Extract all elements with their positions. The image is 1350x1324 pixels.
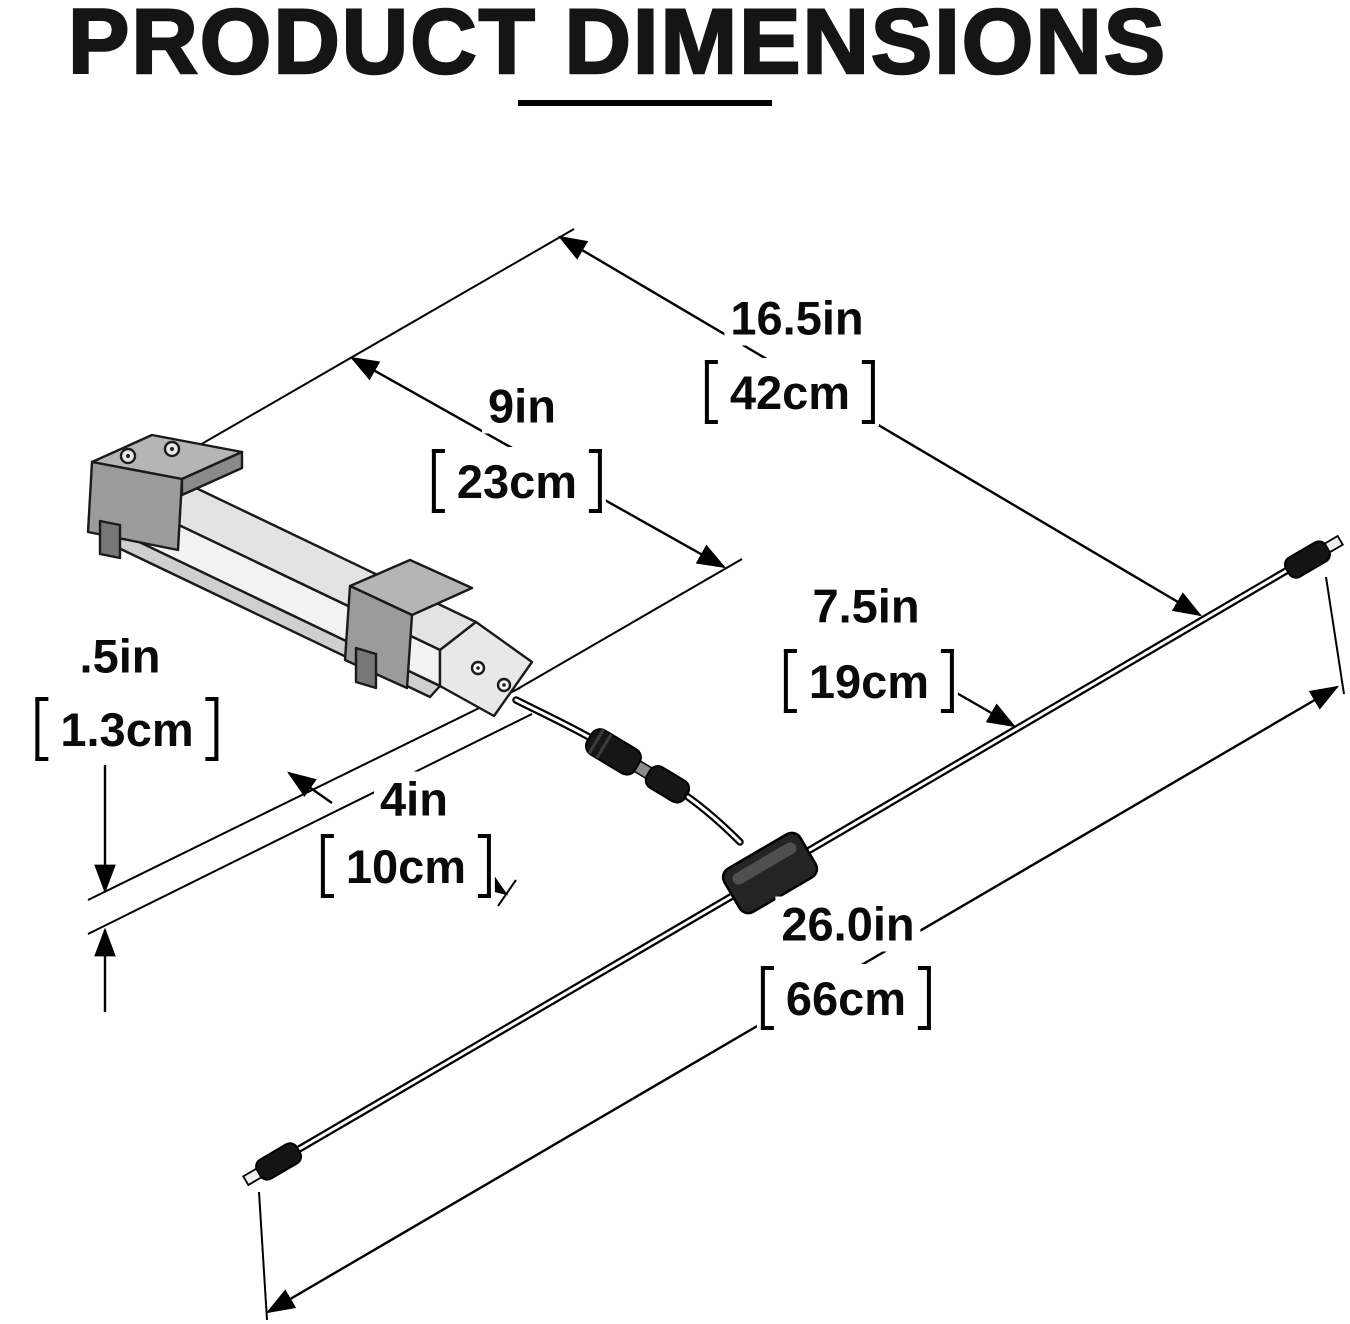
cm-value: 19cm xyxy=(808,654,930,708)
page-title: PRODUCT DIMENSIONS xyxy=(67,0,1168,94)
dc-plug-top-right xyxy=(1283,534,1344,579)
dim-lead-cable-cm: 19cm xyxy=(779,647,959,715)
dim-overall-length-cm: 42cm xyxy=(700,358,880,426)
cm-bracket-right xyxy=(918,966,932,1030)
cm-bracket-right xyxy=(478,834,492,898)
cm-bracket-right xyxy=(941,649,955,713)
dimension-lines xyxy=(87,228,1345,1321)
inline-connector-box xyxy=(721,831,819,915)
dim-bar-length-cm: 23cm xyxy=(427,447,607,515)
mounting-clip-right xyxy=(343,558,474,690)
cm-value: 23cm xyxy=(456,454,578,508)
title-underline xyxy=(518,100,772,106)
end-cap xyxy=(438,620,534,718)
dim-lead-cable-inches: 7.5in xyxy=(806,578,926,634)
cm-bracket-left xyxy=(320,834,334,898)
cm-bracket-right xyxy=(862,360,876,424)
cm-value: 66cm xyxy=(785,971,907,1025)
cm-value: 1.3cm xyxy=(60,702,194,756)
supply-cable xyxy=(242,534,1344,1187)
dim-power-cord-inches: 26.0in xyxy=(775,896,921,952)
cm-bracket-left xyxy=(431,449,445,513)
dim-bar-height-inches: .5in xyxy=(73,628,167,684)
dim-bar-height-cm: 1.3cm xyxy=(31,695,223,763)
dim-connector-cm: 10cm xyxy=(316,832,496,900)
cm-value: 10cm xyxy=(345,839,467,893)
dim-bar-length-inches: 9in xyxy=(482,378,562,434)
cm-bracket-right xyxy=(589,449,603,513)
cm-bracket-left xyxy=(783,649,797,713)
cm-bracket-left xyxy=(760,966,774,1030)
cm-value: 42cm xyxy=(729,365,851,419)
cm-bracket-left xyxy=(35,697,49,761)
dim-overall-length-inches: 16.5in xyxy=(724,290,870,346)
dim-power-cord-cm: 66cm xyxy=(756,964,936,1032)
dc-coupler xyxy=(584,728,691,804)
cm-bracket-left xyxy=(704,360,718,424)
mounting-clip-left xyxy=(86,433,244,560)
dc-plug-bottom-left xyxy=(242,1142,303,1187)
dim-connector-inches: 4in xyxy=(374,771,454,827)
cm-bracket-right xyxy=(205,697,219,761)
